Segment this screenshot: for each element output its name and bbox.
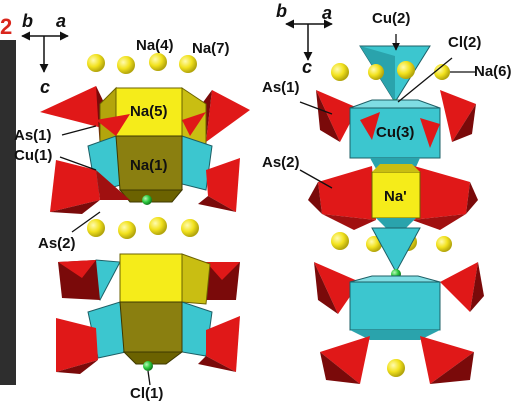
left-label-cu1: Cu(1) [14, 147, 53, 164]
left-label-cl1: Cl(1) [130, 385, 164, 402]
left-label-na4: Na(4) [136, 37, 174, 54]
left-label-na1: Na(1) [130, 157, 168, 174]
left-structure [21, 31, 250, 386]
right-label-na6: Na(6) [474, 63, 512, 80]
right-label-na-prime: Na' [384, 188, 407, 205]
left-lower-slab [56, 253, 240, 374]
right-axis-a-label: a [322, 3, 333, 23]
right-label-cu2: Cu(2) [372, 10, 411, 27]
left-axis-a-label: a [56, 11, 67, 31]
left-upper-slab [40, 86, 250, 214]
right-lower-cone [371, 227, 421, 274]
right-label-pointers [299, 34, 476, 189]
left-label-pointers [59, 125, 151, 386]
right-axis-triad [285, 19, 333, 61]
right-lower-cluster [314, 262, 484, 340]
left-label-as2: As(2) [38, 235, 76, 252]
right-top-na-atoms [331, 61, 450, 81]
left-axis-triad [21, 31, 69, 73]
right-label-cl2: Cl(2) [448, 34, 482, 51]
left-middle-na-atoms [87, 217, 199, 239]
panel-number: 2 [0, 14, 13, 39]
left-axis-c-label: c [40, 77, 51, 97]
right-label-as2: As(2) [262, 154, 300, 171]
right-axis-b-label: b [276, 1, 287, 21]
left-label-na7: Na(7) [192, 40, 230, 57]
left-axis-b-label: b [22, 11, 33, 31]
right-bottom-tetrahedra [320, 336, 474, 384]
right-label-as1: As(1) [262, 79, 300, 96]
dark-side-strip [0, 40, 16, 385]
right-structure [285, 19, 484, 384]
left-label-na5: Na(5) [130, 103, 168, 120]
right-label-cu3: Cu(3) [376, 124, 415, 141]
left-top-na-atoms [87, 53, 197, 74]
left-label-as1: As(1) [14, 127, 52, 144]
right-na-prime-cluster [308, 164, 478, 238]
right-axis-c-label: c [302, 57, 313, 77]
